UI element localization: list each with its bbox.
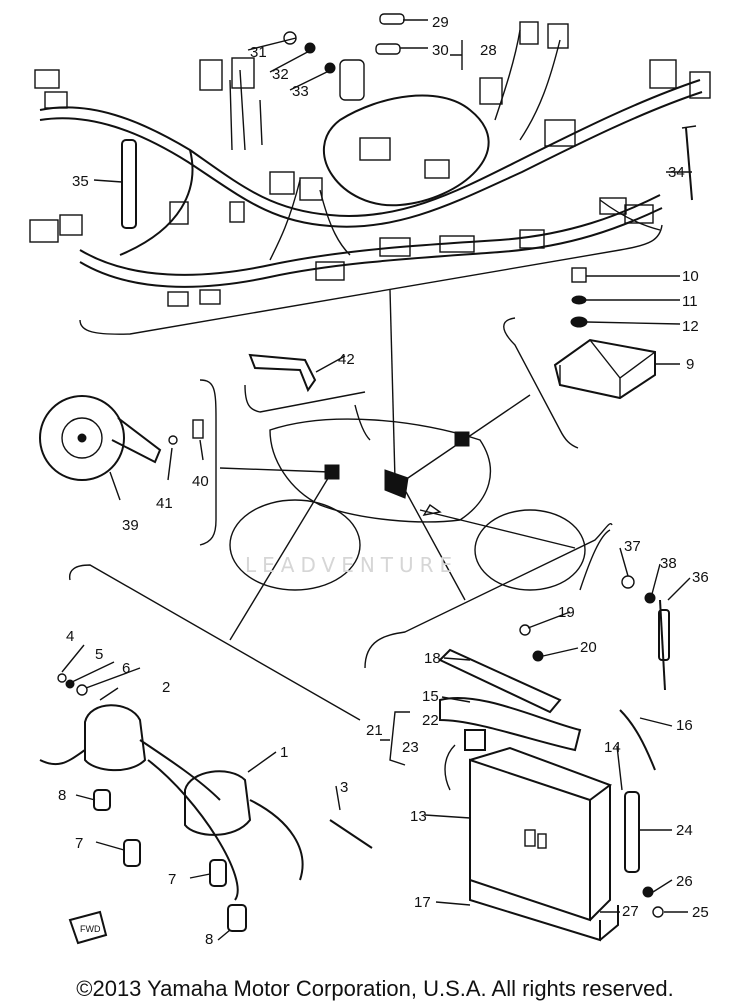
callout-32: 32 bbox=[272, 66, 289, 83]
wire-harness bbox=[29, 13, 711, 335]
callout-15: 15 bbox=[422, 688, 439, 705]
callout-8b: 8 bbox=[205, 931, 213, 948]
callout-20: 20 bbox=[580, 639, 597, 656]
callout-7b: 7 bbox=[168, 871, 176, 888]
callout-3: 3 bbox=[340, 779, 348, 796]
callout-16: 16 bbox=[676, 717, 693, 734]
callout-10: 10 bbox=[682, 268, 699, 285]
horn-assembly bbox=[39, 379, 217, 546]
callout-22: 22 bbox=[422, 712, 439, 729]
callout-4: 4 bbox=[66, 628, 74, 645]
damper-assembly bbox=[579, 529, 670, 691]
callout-5: 5 bbox=[95, 646, 103, 663]
callout-12: 12 bbox=[682, 318, 699, 335]
part-42-bracket bbox=[244, 353, 366, 413]
callout-24: 24 bbox=[676, 822, 693, 839]
motorcycle-outline bbox=[219, 289, 586, 641]
callout-27: 27 bbox=[622, 903, 639, 920]
callout-14: 14 bbox=[604, 739, 621, 756]
callout-40: 40 bbox=[192, 473, 209, 490]
callout-38: 38 bbox=[660, 555, 677, 572]
watermark-text: LEADVENTURE bbox=[245, 553, 458, 577]
callout-37: 37 bbox=[624, 538, 641, 555]
callout-1: 1 bbox=[280, 744, 288, 761]
callout-17: 17 bbox=[414, 894, 431, 911]
callout-41: 41 bbox=[156, 495, 173, 512]
callout-19: 19 bbox=[558, 604, 575, 621]
callout-30: 30 bbox=[432, 42, 449, 59]
callout-35: 35 bbox=[72, 173, 89, 190]
callout-39: 39 bbox=[122, 517, 139, 534]
callout-21: 21 bbox=[366, 722, 383, 739]
callout-18: 18 bbox=[424, 650, 441, 667]
callout-29: 29 bbox=[432, 14, 449, 31]
regulator-assembly bbox=[503, 267, 681, 449]
callout-26: 26 bbox=[676, 873, 693, 890]
callout-7a: 7 bbox=[75, 835, 83, 852]
callout-25: 25 bbox=[692, 904, 709, 921]
callout-28: 28 bbox=[480, 42, 497, 59]
callout-13: 13 bbox=[410, 808, 427, 825]
callout-36: 36 bbox=[692, 569, 709, 586]
fwd-label: FWD bbox=[80, 924, 101, 934]
callout-8a: 8 bbox=[58, 787, 66, 804]
callout-9: 9 bbox=[686, 356, 694, 373]
battery-assembly bbox=[364, 523, 664, 942]
leader-lines bbox=[61, 19, 692, 941]
callout-2: 2 bbox=[162, 679, 170, 696]
copyright-notice: ©2013 Yamaha Motor Corporation, U.S.A. A… bbox=[76, 976, 674, 1001]
callout-23: 23 bbox=[402, 739, 419, 756]
ignition-coil-assembly: FWD bbox=[39, 564, 373, 945]
callout-11: 11 bbox=[682, 293, 698, 310]
callouts: 1 2 3 4 5 6 7 7 8 8 9 10 11 12 13 14 15 … bbox=[58, 14, 709, 948]
callout-42: 42 bbox=[338, 351, 355, 368]
callout-6: 6 bbox=[122, 660, 130, 677]
